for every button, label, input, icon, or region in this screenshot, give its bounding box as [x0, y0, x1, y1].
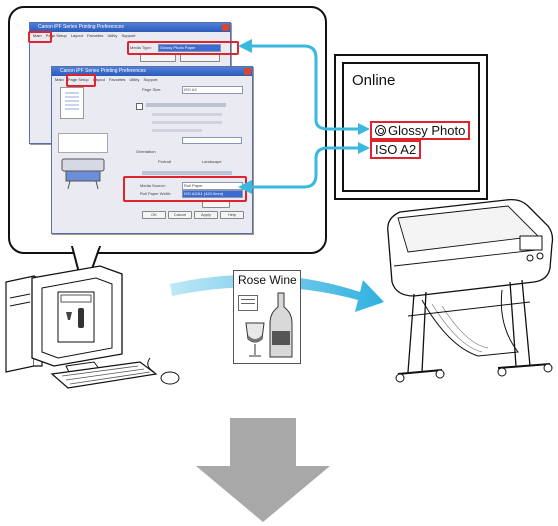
tab-main[interactable]: Main: [55, 77, 64, 82]
tab-layout[interactable]: Layout: [92, 77, 105, 82]
tab-utility[interactable]: Utility: [129, 77, 140, 82]
tab-favorites[interactable]: Favorites: [108, 77, 126, 82]
ok-button[interactable]: OK: [142, 211, 166, 219]
dialog-tabs: Main Page Setup Layout Favorites Utility…: [30, 32, 230, 40]
computer-illustration: [5, 265, 180, 389]
tab-support[interactable]: Support: [143, 77, 158, 82]
page-size-label: Page Size:: [142, 87, 162, 92]
checkbox[interactable]: [136, 103, 143, 110]
media-type-highlight: [127, 41, 239, 55]
media-source-label: Media Source:: [140, 183, 166, 188]
tab-utility[interactable]: Utility: [107, 33, 118, 38]
page-setup-tab-highlight: [66, 74, 96, 87]
fit-roll-option: [142, 171, 232, 175]
tab-page-setup[interactable]: Page Setup: [45, 33, 67, 38]
driver-dialog-page-setup: Canon iPF Series Printing Preferences Ma…: [51, 66, 253, 234]
printer-thumbnail-icon: [61, 158, 105, 189]
tab-main[interactable]: Main: [33, 33, 42, 38]
dialog-tabs: Main Page Setup Layout Favorites Utility…: [52, 76, 252, 84]
close-icon[interactable]: [244, 68, 251, 75]
print-document: Rose Wine: [233, 270, 301, 364]
wine-bottle-glass-icon: [245, 292, 293, 358]
apply-button[interactable]: Apply: [194, 211, 218, 219]
document-text-block: [238, 295, 258, 311]
page-preview: [60, 87, 84, 119]
media-source-highlight: [123, 176, 247, 202]
size-field[interactable]: [182, 137, 242, 144]
orientation-label: Orientation: [136, 149, 156, 154]
dialog-title: Canon iPF Series Printing Preferences: [52, 67, 252, 76]
cancel-button[interactable]: Cancel: [168, 211, 192, 219]
tab-support[interactable]: Support: [121, 33, 136, 38]
option-row: [152, 121, 222, 124]
dialog-title: Canon iPF Series Printing Preferences: [30, 23, 230, 32]
option-row: [152, 113, 222, 116]
printer-status: Online: [352, 72, 396, 89]
document-title: Rose Wine: [238, 273, 297, 287]
advanced-settings-button[interactable]: [180, 54, 220, 62]
option-row: [146, 103, 226, 107]
close-icon[interactable]: [222, 24, 229, 31]
main-tab-highlight: [28, 31, 52, 43]
roll-width-select[interactable]: ISO A2/A1 (420.0mm): [182, 190, 243, 198]
paper-size-display: ISO A2: [370, 140, 422, 159]
tab-layout[interactable]: Layout: [70, 33, 83, 38]
dialog-footer: OK Cancel Apply Help: [142, 211, 244, 219]
tab-page-setup[interactable]: Page Setup: [67, 77, 89, 82]
printer-illustration: [387, 198, 554, 383]
media-type-text: Glossy Photo: [388, 123, 466, 138]
tab-favorites[interactable]: Favorites: [86, 33, 104, 38]
media-type-display: Glossy Photo: [370, 121, 471, 140]
orientation-portrait[interactable]: Portrait: [158, 159, 171, 164]
roll-width-label: Roll Paper Width:: [140, 191, 172, 196]
settings-summary: [58, 133, 108, 153]
option-row: [152, 129, 202, 132]
help-button[interactable]: Help: [220, 211, 244, 219]
media-type-select[interactable]: Glossy Photo Paper: [158, 44, 221, 52]
glossy-media-icon: [375, 125, 386, 136]
orientation-landscape[interactable]: Landscape: [202, 159, 222, 164]
get-information-button[interactable]: [140, 54, 176, 62]
page-size-select[interactable]: ISO A2: [182, 86, 243, 94]
media-type-label: Media Type:: [130, 45, 152, 50]
